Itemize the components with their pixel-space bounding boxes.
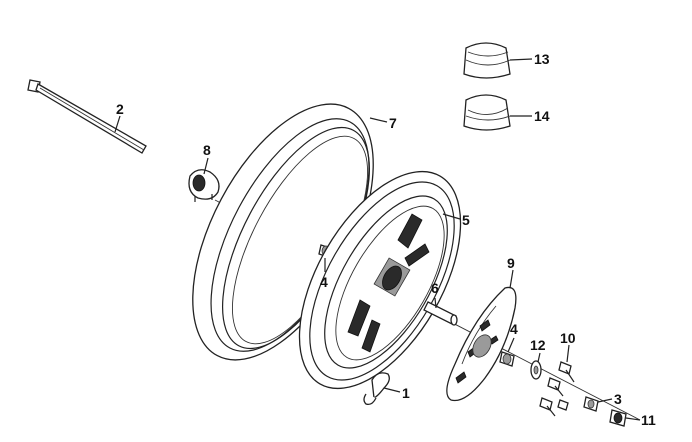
disc-bolts-part [539,361,575,417]
callout-4-right: 4 [510,321,518,337]
brake-disc-part [446,286,517,402]
callout-10: 10 [560,330,576,346]
callout-14: 14 [534,108,550,124]
washer-part [583,396,599,412]
callout-labels: 1 2 3 4 4 5 6 7 8 9 10 11 12 13 14 [116,51,656,428]
seal-part [530,360,542,380]
cap-14-part [463,94,511,131]
leader-lines [114,58,641,421]
callout-2: 2 [116,101,124,117]
callout-1: 1 [402,385,410,401]
rim-part [298,170,462,390]
callout-7: 7 [389,115,397,131]
distance-tube-part [423,301,458,326]
valve-stem-part [363,372,390,406]
callout-9: 9 [507,255,515,271]
callout-13: 13 [534,51,550,67]
callout-12: 12 [530,337,546,353]
callout-11: 11 [641,412,656,428]
spacer-collar-part [188,169,220,202]
callout-6: 6 [431,280,439,296]
callout-8: 8 [203,142,211,158]
callout-3: 3 [614,391,622,407]
bearing-right-part [499,351,515,367]
callout-5: 5 [462,212,470,228]
axle-nut-part [609,409,627,427]
cap-13-part [463,42,511,79]
callout-4-left: 4 [320,274,328,290]
axle-part [27,79,147,154]
